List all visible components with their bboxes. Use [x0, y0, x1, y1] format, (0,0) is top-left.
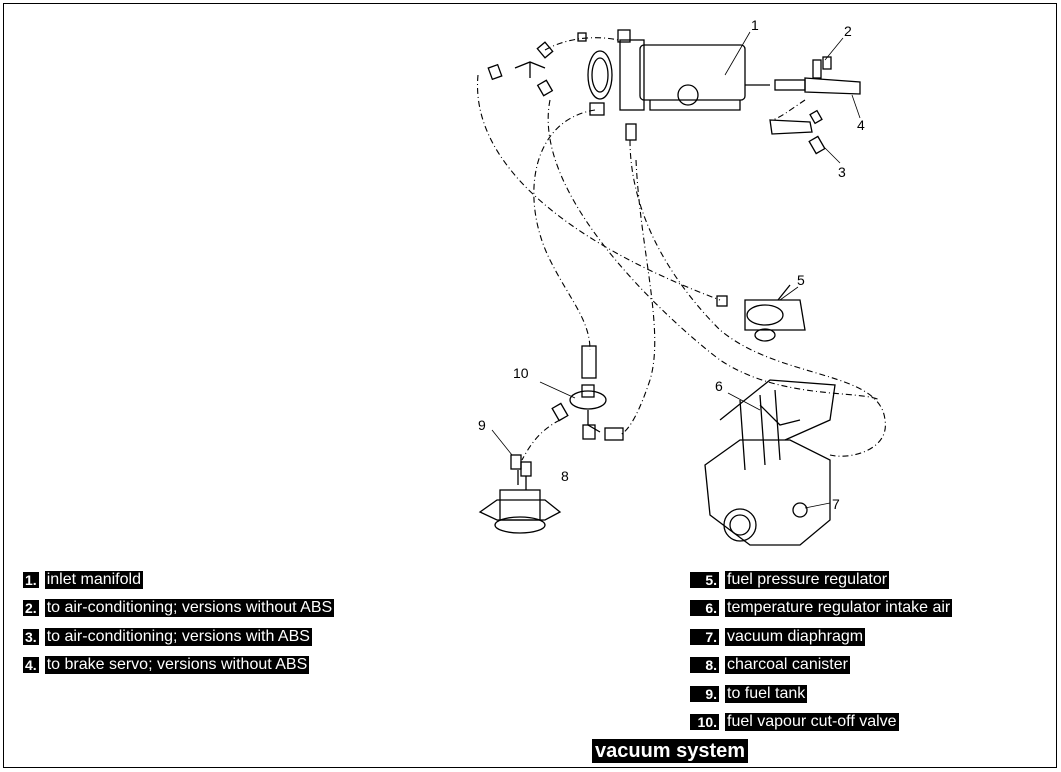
legend-number: 3. [23, 628, 39, 645]
legend-number: 1. [23, 571, 39, 588]
legend-text: to air-conditioning; versions with ABS [44, 627, 312, 646]
fuel-pressure-regulator [716, 284, 806, 342]
charcoal-canister [478, 489, 562, 534]
legend-text: fuel vapour cut-off valve [725, 713, 899, 731]
legend-number: 4. [23, 657, 39, 673]
legend-text: fuel pressure regulator [725, 570, 890, 589]
air-filter-housing [704, 379, 836, 546]
callout-labels: 1 2 3 4 5 6 7 8 9 10 [478, 17, 865, 512]
legend-text: temperature regulator intake air [725, 599, 953, 617]
page-frame [3, 3, 1057, 768]
legend-text: charcoal canister [725, 656, 850, 674]
legend-number: 8. [690, 657, 719, 673]
inlet-manifold [587, 29, 770, 111]
callout-1: 1 [751, 17, 759, 33]
legend-text: to fuel tank [725, 684, 808, 703]
legend-item: 8. charcoal canister [690, 656, 952, 675]
callout-8: 8 [561, 468, 569, 484]
callout-3: 3 [838, 164, 846, 180]
vacuum-system-diagram: 1 2 3 4 5 6 7 8 9 10 [476, 17, 886, 546]
ac-abs-connector [769, 109, 826, 155]
legend-text: inlet manifold [44, 570, 143, 589]
callout-5: 5 [797, 272, 805, 288]
fuel-tank-connector [510, 454, 532, 490]
legend-item: 6. temperature regulator intake air [690, 599, 953, 618]
vacuum-hoses [476, 37, 886, 461]
legend-item: 3. to air-conditioning; versions with ABS [23, 627, 334, 646]
legend-item: 9. to fuel tank [690, 684, 952, 703]
legend-item: 10. fuel vapour cut-off valve [690, 713, 952, 732]
legend-left: 1. inlet manifold 2. to air-conditioning; … [23, 570, 335, 684]
legend-text: to brake servo; versions without ABS [44, 656, 310, 674]
legend-number: 5. [690, 571, 719, 588]
callout-9: 9 [478, 417, 486, 433]
callout-6: 6 [715, 378, 723, 394]
diagram-caption: vacuum system [592, 739, 749, 763]
legend-number: 6. [690, 600, 719, 616]
leader-lines [491, 31, 861, 509]
legend-number: 10. [690, 714, 719, 730]
callout-10: 10 [513, 365, 529, 381]
legend-number: 2. [23, 600, 39, 616]
fuel-vapour-cutoff-valve [551, 345, 624, 441]
callout-2: 2 [844, 23, 852, 39]
legend-item: 2. to air-conditioning; versions without … [23, 599, 335, 618]
legend-text: vacuum diaphragm [725, 627, 866, 646]
legend-item: 4. to brake servo; versions without ABS [23, 656, 334, 675]
legend-number: 9. [690, 685, 719, 702]
callout-4: 4 [857, 117, 865, 133]
legend-right: 5. fuel pressure regulator 6. temperature … [690, 570, 953, 741]
legend-item: 1. inlet manifold [23, 570, 334, 589]
legend-item: 7. vacuum diaphragm [690, 627, 952, 646]
callout-7: 7 [832, 496, 840, 512]
legend-number: 7. [690, 628, 719, 645]
legend-item: 5. fuel pressure regulator [690, 570, 952, 589]
brake-servo-connector [774, 56, 861, 95]
legend-text: to air-conditioning; versions without AB… [44, 599, 335, 617]
